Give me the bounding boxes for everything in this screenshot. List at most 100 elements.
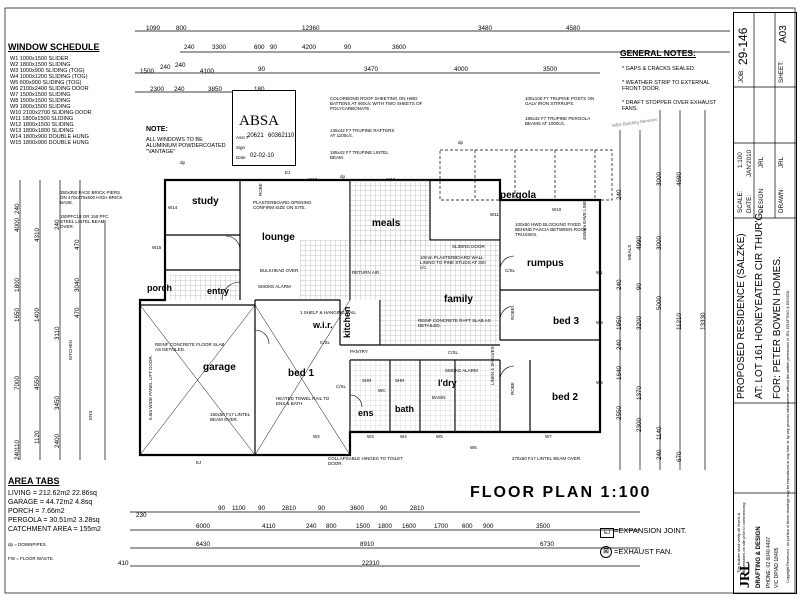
- basin-label: BASIN: [432, 395, 446, 400]
- area-row: CATCHMENT AREA = 155m2: [8, 526, 101, 533]
- dimension-top: 3470: [364, 66, 379, 73]
- meals-side-label: MEALS: [627, 244, 632, 260]
- area-tabs-title: AREA TABS: [8, 476, 60, 486]
- window-row: W12 1800x1500 SLIDING: [10, 122, 74, 128]
- dimension-right: 240: [616, 279, 623, 290]
- dimension-bottom: 1800: [378, 523, 393, 530]
- dimension-bottom: 240: [306, 523, 317, 530]
- dimension-top: 4200: [302, 44, 317, 51]
- dimension-right: 90: [636, 282, 643, 290]
- dimension-right: 240: [656, 449, 663, 460]
- drawing-title: FLOOR PLAN 1:100: [470, 484, 652, 501]
- dimension-bottom: 8910: [360, 541, 375, 548]
- window-row: W6 2100x2400 SLIDING DOOR: [10, 86, 89, 92]
- dimension-right: 3000: [656, 235, 663, 250]
- window-tag: W8: [596, 380, 603, 385]
- abbreviation: dp = DOWNPIPES.: [8, 542, 47, 547]
- dimension-bottom: 800: [326, 523, 337, 530]
- plasterboard-note: PLASTERBOARD OPENING CONFIRM SIZE ON SIT…: [253, 200, 312, 211]
- dimension-bottom: 22310: [362, 560, 380, 567]
- dimension-right: 2300: [636, 417, 643, 432]
- dimension-left: 470: [74, 239, 81, 250]
- floor-slab-note: REINF CONCRETE FLOOR SLAB AS DETAILED.: [155, 342, 225, 353]
- wall-lining-note: 10mm PLASTERBOARD WALL LINING TO PINE ST…: [420, 255, 486, 271]
- dimension-top: 3480: [478, 25, 493, 32]
- project-client: FOR: PETER BOWEN HOMES.: [772, 256, 783, 399]
- exhaust-fan-icon: ⊠: [600, 546, 612, 558]
- shower-label: SHR: [362, 378, 372, 383]
- dimension-top: 4000: [454, 66, 469, 73]
- csl-label: C/SL: [505, 268, 516, 273]
- window-row: W11 1800x1500 SLIDING: [10, 116, 74, 122]
- dimension-bottom: 4110: [262, 523, 276, 530]
- room-pergola: pergola: [500, 190, 537, 201]
- dimension-right: 240: [616, 189, 623, 200]
- dimension-left: 2400: [54, 433, 61, 448]
- csl-label: C/SL: [320, 340, 331, 345]
- window-row: W2 1800x1500 SLIDING: [10, 62, 71, 68]
- window-tag: W13: [308, 177, 318, 182]
- design-value: JRL: [758, 156, 765, 168]
- dimension-top: 3500: [543, 66, 558, 73]
- dimension-bottom: 6000: [196, 523, 211, 530]
- firm-logo: JRL: [738, 561, 753, 588]
- dimension-left: 470: [74, 307, 81, 318]
- dimension-top: 90: [258, 66, 266, 73]
- dimension-top: 4100: [200, 68, 215, 75]
- date-label: Date: [236, 155, 246, 160]
- dimension-left: 1400: [34, 307, 41, 322]
- dimension-bottom: 90: [380, 505, 388, 512]
- dimension-top: 12360: [302, 25, 320, 32]
- dimension-right: 5000: [656, 295, 663, 310]
- dimension-left: 4000: [14, 217, 21, 232]
- dimension-top: 240: [174, 86, 185, 93]
- note-line: ALUMINIUM POWDERCOATED: [146, 143, 226, 149]
- window-row: W1 1000x1500 SLIDER: [10, 56, 69, 62]
- dimension-top: 240: [184, 44, 195, 51]
- dimension-left: 240: [54, 219, 61, 230]
- window-row: W8 1500x1500 SLIDING: [10, 98, 71, 104]
- downpipe-label: dp: [180, 160, 186, 165]
- dimension-right: 240: [616, 339, 623, 350]
- shower-label: SHR: [395, 378, 405, 383]
- general-note: * DRAFT STOPPER OVER EXHAUST FANS.: [622, 100, 717, 113]
- window-row: W10 2100x2700 SLIDING DOOR: [10, 110, 92, 116]
- bulkhead-note: BULKHEAD OVER.: [260, 268, 300, 273]
- kitchen-side-label: KITCHEN: [68, 340, 73, 360]
- job-number: 29-146: [736, 27, 750, 65]
- project-address: AT: LOT 161 HONEYEATER CIR THUR'G.: [754, 210, 765, 399]
- project-name: PROPOSED RESIDENCE (SALZKE): [736, 233, 747, 399]
- legend-expansion-joint: =EXPANSION JOINT.: [614, 526, 687, 535]
- dimension-top: 90: [344, 44, 352, 51]
- dimension-top: 800: [176, 25, 187, 32]
- window-tag: W2: [313, 434, 320, 439]
- dimension-left: 3450: [54, 395, 61, 410]
- dimension-top: 3600: [392, 44, 407, 51]
- posts-note: 100x100 F7 TRUPINE POSTS ON GALV IRON ST…: [525, 96, 595, 107]
- robe-label: ROBE: [510, 382, 515, 395]
- eave-note: 450mm EAVE LINE.: [582, 199, 587, 240]
- hinges-note: COLLAPSABLE HINGES TO TOILET DOOR.: [328, 456, 403, 467]
- sheet-label: SHEET:: [778, 60, 785, 83]
- note-line: "VANTAGE": [146, 149, 176, 155]
- dimension-bottom: 1100: [232, 505, 246, 512]
- window-tag: W11: [490, 212, 499, 217]
- room-bed1: bed 1: [288, 368, 315, 379]
- expansion-joint-label: EJ: [196, 460, 202, 465]
- dimension-top: 240: [175, 62, 186, 69]
- panel-lift-note: 5.0m WIDE PANEL LIFT DOOR.: [148, 355, 153, 420]
- roof-note: COLORBOND ROOF SHEETING ON HWD BATTENS A…: [330, 96, 423, 112]
- window-tag: W9: [596, 320, 603, 325]
- dimension-bottom: 900: [483, 523, 494, 530]
- dimension-bottom: 410: [118, 560, 129, 567]
- window-row: W4 1000x1200 SLIDING (TOG): [10, 74, 88, 80]
- dimension-right: 4990: [636, 235, 643, 250]
- dimension-left: 1650: [14, 307, 21, 322]
- downpipe-label: dp: [458, 140, 464, 145]
- note-title: NOTE:: [146, 126, 168, 133]
- stamp-date: 02-02-10: [250, 153, 275, 159]
- dimension-left: 3110: [54, 326, 61, 340]
- dimension-left: 1120: [34, 430, 41, 444]
